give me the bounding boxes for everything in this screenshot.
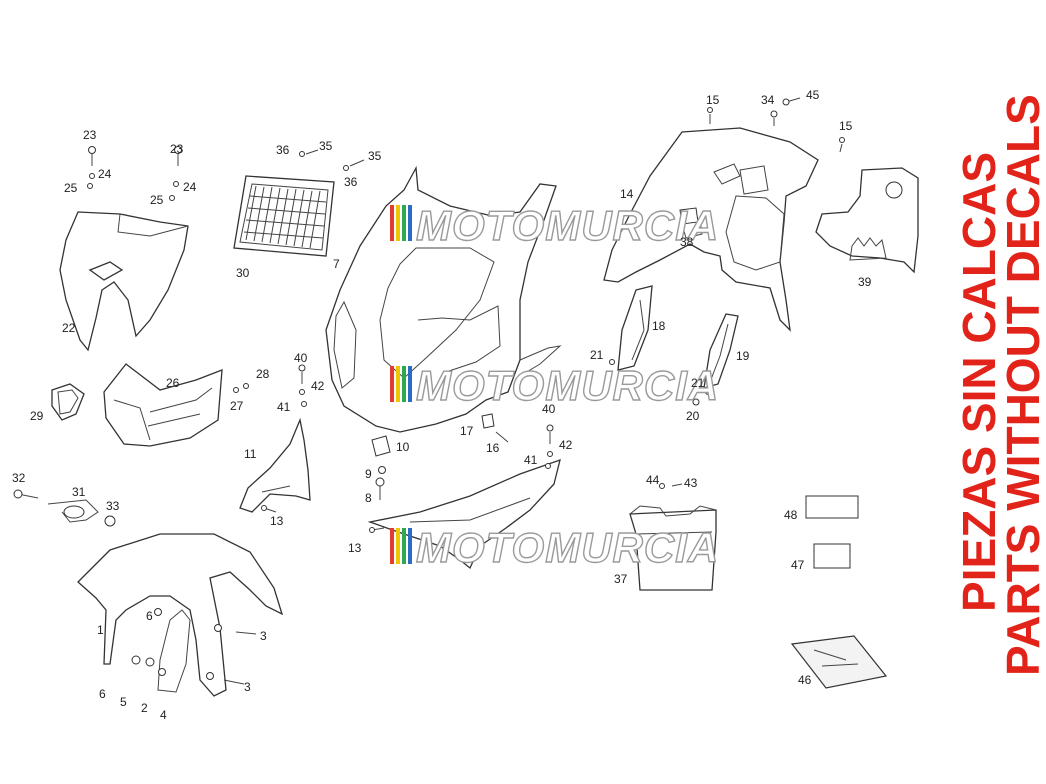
callout-21: 21 (590, 348, 604, 362)
callout-37: 37 (614, 572, 628, 586)
callout-10: 10 (396, 440, 410, 454)
callout-47: 47 (791, 558, 805, 572)
callout-9: 9 (365, 467, 372, 481)
callout-6: 6 (99, 687, 106, 701)
callout-labels: 1 2 3 3 4 5 6 6 7 8 9 10 11 13 13 14 15 … (12, 88, 872, 722)
part-31-latch (13, 489, 116, 527)
callout-31: 31 (72, 485, 86, 499)
callout-41: 41 (277, 400, 291, 414)
callout-24: 24 (98, 167, 112, 181)
part-30-grille (233, 175, 335, 257)
part-14-inner-fairing (603, 127, 819, 332)
callout-14: 14 (620, 187, 634, 201)
callout-36: 36 (344, 175, 358, 189)
callout-46: 46 (798, 673, 812, 687)
callout-3: 3 (244, 680, 251, 694)
callout-42: 42 (559, 438, 573, 452)
callout-19: 19 (736, 349, 750, 363)
callout-15: 15 (839, 119, 853, 133)
callout-43: 43 (684, 476, 698, 490)
callout-35: 35 (319, 139, 333, 153)
callout-3: 3 (260, 629, 267, 643)
callout-13: 13 (270, 514, 284, 528)
callout-33: 33 (106, 499, 120, 513)
part-11-inner-panel (239, 417, 311, 513)
part-1-front-fender (77, 533, 284, 697)
callout-11: 11 (244, 447, 257, 461)
callout-2: 2 (141, 701, 148, 715)
callout-44: 44 (646, 473, 660, 487)
callout-45: 45 (806, 88, 820, 102)
callout-23: 23 (170, 142, 184, 156)
callout-48: 48 (784, 508, 798, 522)
part-39-side-shield (815, 167, 919, 274)
part-7-front-fairing (325, 165, 562, 433)
part-48-label (805, 495, 859, 519)
callout-42: 42 (311, 379, 325, 393)
callout-21: 21 (691, 376, 705, 390)
callout-28: 28 (256, 367, 270, 381)
watermark-1: MOTOMURCIA (390, 201, 719, 250)
part-18-deflector (617, 285, 653, 371)
callout-20: 20 (686, 409, 700, 423)
callout-27: 27 (230, 399, 244, 413)
callout-17: 17 (460, 424, 474, 438)
callout-35: 35 (368, 149, 382, 163)
callout-13: 13 (348, 541, 362, 555)
callout-24: 24 (183, 180, 197, 194)
notice-line-1: PIEZAS SIN CALCAS (953, 151, 1005, 612)
callout-23: 23 (83, 128, 97, 142)
part-29-lens (51, 383, 85, 421)
notice-line-2: PARTS WITHOUT DECALS (997, 94, 1046, 676)
callout-38: 38 (680, 235, 694, 249)
callout-26: 26 (166, 376, 180, 390)
callout-36: 36 (276, 143, 290, 157)
callout-5: 5 (120, 695, 127, 709)
part-37-battery-box (629, 505, 717, 591)
callout-7: 7 (333, 257, 340, 271)
part-26-lower-panel (103, 363, 223, 447)
part-lower-belly-pan (367, 458, 561, 570)
callout-6: 6 (146, 609, 153, 623)
callout-40: 40 (542, 402, 556, 416)
callout-41: 41 (524, 453, 538, 467)
watermark-text: MOTOMURCIA (416, 202, 719, 249)
callout-16: 16 (486, 441, 500, 455)
callout-8: 8 (365, 491, 372, 505)
callout-15: 15 (706, 93, 720, 107)
callout-34: 34 (761, 93, 775, 107)
callout-29: 29 (30, 409, 44, 423)
callout-32: 32 (12, 471, 26, 485)
callout-39: 39 (858, 275, 872, 289)
callout-1: 1 (97, 623, 104, 637)
part-47-label (813, 543, 851, 569)
hardware-markers (87, 97, 845, 533)
callout-4: 4 (160, 708, 167, 722)
callout-22: 22 (62, 321, 76, 335)
part-46-decal (790, 635, 888, 689)
watermark-text: MOTOMURCIA (416, 362, 719, 409)
watermark-2: MOTOMURCIA (390, 361, 719, 410)
watermark-text: MOTOMURCIA (416, 524, 719, 571)
callout-18: 18 (652, 319, 666, 333)
callout-30: 30 (236, 266, 250, 280)
part-19-deflector (703, 313, 739, 389)
part-22-side-cover (59, 211, 189, 352)
callout-40: 40 (294, 351, 308, 365)
callout-25: 25 (64, 181, 78, 195)
callout-25: 25 (150, 193, 164, 207)
watermark-3: MOTOMURCIA (390, 523, 719, 572)
